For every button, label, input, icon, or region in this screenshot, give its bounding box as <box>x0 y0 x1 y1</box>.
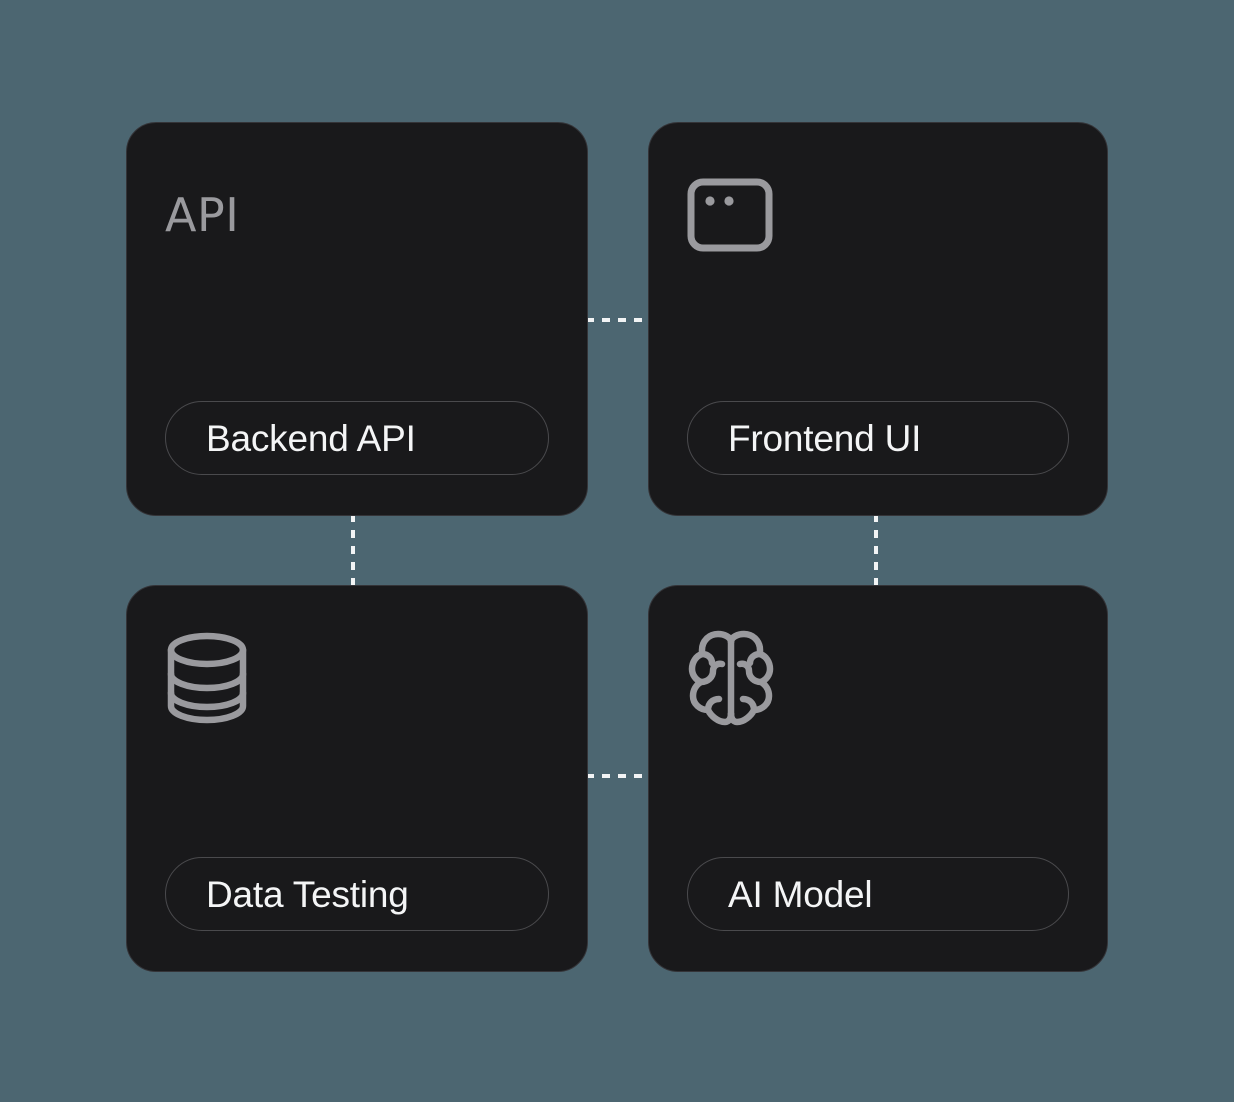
node-pill-backend-api[interactable]: Backend API <box>165 401 549 475</box>
api-icon-label: API <box>165 188 240 242</box>
node-label-data-testing: Data Testing <box>206 873 409 915</box>
node-card-backend-api[interactable]: API Backend API <box>126 122 588 516</box>
node-card-ai-model[interactable]: AI Model <box>648 585 1108 972</box>
node-pill-frontend-ui[interactable]: Frontend UI <box>687 401 1069 475</box>
node-pill-ai-model[interactable]: AI Model <box>687 857 1069 931</box>
node-label-ai-model: AI Model <box>728 873 873 915</box>
node-card-frontend-ui[interactable]: Frontend UI <box>648 122 1108 516</box>
database-icon <box>165 630 261 726</box>
brain-icon <box>687 630 783 726</box>
node-label-backend-api: Backend API <box>206 417 416 459</box>
node-label-frontend-ui: Frontend UI <box>728 417 922 459</box>
node-card-data-testing[interactable]: Data Testing <box>126 585 588 972</box>
node-pill-data-testing[interactable]: Data Testing <box>165 857 549 931</box>
browser-window-icon <box>687 167 783 263</box>
api-text-icon: API <box>165 167 261 263</box>
